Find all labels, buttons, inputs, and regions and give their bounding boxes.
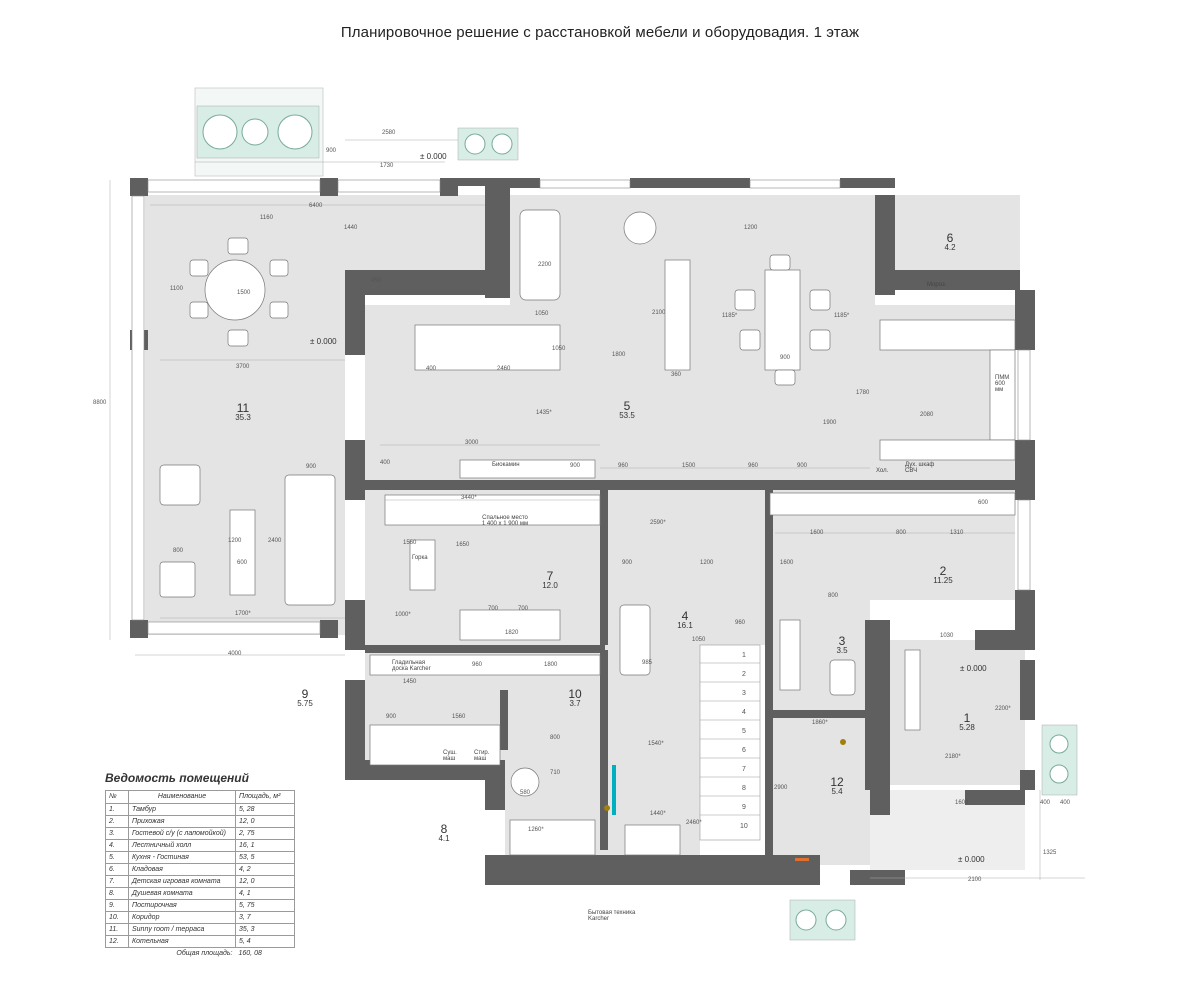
floor-areas — [145, 195, 1025, 870]
total-row: Общая площадь:160, 08 — [176, 949, 262, 957]
stair-step: 4 — [742, 709, 746, 716]
staircase — [699, 644, 761, 841]
table-row: 3.Гостевой с/у (с лапомойкой)2, 75 — [105, 827, 295, 840]
terrace-planters — [194, 87, 1078, 941]
accent-door-mark — [612, 765, 616, 815]
stair-step: 3 — [742, 690, 746, 697]
plan-title: Планировочное решение с расстановкой меб… — [340, 24, 860, 41]
stair-step: 6 — [742, 747, 746, 754]
stair-step: 8 — [742, 785, 746, 792]
stair-step: 2 — [742, 671, 746, 678]
dimension-lines — [109, 139, 1085, 880]
windows — [131, 179, 1031, 635]
furniture — [159, 209, 1016, 856]
stair-step: 10 — [740, 823, 748, 830]
stair-step: 9 — [742, 804, 746, 811]
stair-step: 1 — [742, 652, 746, 659]
boiler-mark — [795, 858, 809, 861]
drain-point — [604, 805, 610, 811]
room-schedule: Ведомость помещений № Наименование Площа… — [105, 771, 305, 959]
table-header: № Наименование Площадь, м² — [105, 790, 295, 804]
stair-step: 5 — [742, 728, 746, 735]
stair-step: 7 — [742, 766, 746, 773]
drain-point — [840, 739, 846, 745]
room-schedule-title: Ведомость помещений — [105, 771, 249, 785]
stair-steps: 1 2 3 4 5 6 7 8 9 10 — [740, 652, 748, 830]
